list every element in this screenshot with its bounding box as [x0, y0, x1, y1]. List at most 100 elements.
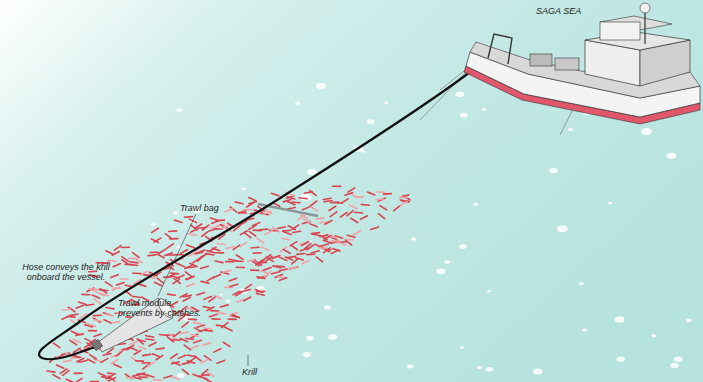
krill-shrimp: [159, 334, 167, 335]
krill-shrimp: [164, 376, 172, 378]
krill-shrimp: [185, 272, 191, 277]
krill-shrimp: [101, 358, 108, 362]
krill-shrimp: [360, 216, 367, 220]
krill-shrimp: [76, 334, 84, 336]
krill-shrimp: [136, 360, 144, 362]
krill-shrimp: [240, 242, 247, 246]
krill-shrimp: [86, 304, 94, 305]
krill-shrimp: [187, 276, 194, 279]
krill-shrimp: [139, 376, 147, 378]
krill-shrimp: [137, 340, 145, 342]
krill-shrimp: [377, 191, 385, 193]
krill-shrimp: [341, 199, 348, 203]
krill-swarm: [47, 186, 410, 382]
water-particle: [686, 318, 692, 322]
krill-shrimp: [325, 220, 332, 224]
krill-shrimp: [173, 279, 180, 283]
krill-shrimp: [174, 220, 182, 222]
krill-shrimp: [191, 229, 198, 233]
krill-shrimp: [71, 331, 78, 334]
krill-shrimp: [82, 294, 90, 296]
krill-shrimp: [272, 272, 280, 274]
krill-shrimp: [172, 377, 180, 379]
label-text: Trawl module prevents by-catches.: [118, 298, 208, 318]
krill-shrimp: [94, 334, 102, 336]
label-text: Hose conveys the krill onboard the vesse…: [14, 262, 118, 282]
krill-shrimp: [187, 266, 195, 268]
krill-shrimp: [220, 305, 228, 307]
water-particle: [309, 240, 312, 242]
krill-shrimp: [209, 229, 217, 231]
krill-shrimp: [321, 244, 329, 246]
krill-shrimp: [345, 240, 351, 245]
krill-shrimp: [148, 362, 155, 366]
krill-shrimp: [367, 192, 374, 195]
krill-shrimp: [341, 212, 348, 217]
deck-house: [555, 58, 579, 70]
krill-shrimp: [193, 258, 200, 263]
krill-shrimp: [253, 252, 261, 254]
krill-shrimp: [183, 297, 190, 301]
krill-shrimp: [112, 251, 119, 255]
water-particle: [578, 282, 583, 285]
krill-shrimp: [92, 295, 99, 298]
krill-shrimp: [293, 231, 301, 232]
krill-shrimp: [202, 370, 208, 375]
krill-shrimp: [238, 212, 246, 214]
trawl-module: [91, 339, 102, 350]
krill-shrimp: [167, 244, 174, 249]
krill-shrimp: [156, 348, 164, 349]
krill-shrimp: [235, 202, 243, 204]
krill-shrimp: [214, 349, 221, 352]
krill-shrimp: [175, 254, 183, 256]
krill-shrimp: [180, 332, 188, 333]
krill-shrimp: [289, 268, 297, 269]
krill-shrimp: [184, 345, 190, 350]
water-particle: [615, 316, 625, 322]
krill-shrimp: [120, 278, 128, 280]
krill-shrimp: [112, 287, 119, 290]
krill-shrimp: [225, 327, 232, 331]
krill-shrimp: [204, 378, 211, 382]
krill-shrimp: [279, 278, 287, 281]
krill-shrimp: [331, 240, 339, 242]
krill-shrimp: [261, 271, 268, 274]
krill-shrimp: [302, 242, 309, 246]
krill-shrimp: [262, 247, 269, 251]
krill-shrimp: [169, 230, 177, 232]
krill-shrimp: [180, 294, 187, 298]
krill-shrimp: [88, 324, 96, 327]
krill-shrimp: [138, 284, 146, 286]
krill-shrimp: [283, 229, 291, 232]
krill-shrimp: [333, 186, 341, 188]
krill-shrimp: [354, 231, 361, 235]
krill-shrimp: [265, 231, 272, 235]
krill-shrimp: [320, 235, 328, 237]
krill-shrimp: [276, 265, 284, 267]
krill-shrimp: [217, 360, 224, 363]
krill-shrimp: [157, 254, 164, 258]
krill-shrimp: [111, 275, 118, 278]
water-particle: [557, 225, 568, 232]
krill-shrimp: [149, 342, 156, 346]
krill-shrimp: [57, 365, 64, 368]
krill-shrimp: [146, 339, 154, 340]
krill-shrimp: [94, 320, 102, 322]
krill-shrimp: [239, 211, 247, 214]
krill-shrimp: [193, 374, 200, 377]
krill-shrimp: [256, 260, 262, 265]
krill-shrimp: [94, 299, 100, 304]
krill-shrimp: [121, 247, 129, 249]
krill-shrimp: [202, 225, 208, 230]
krill-shrimp: [203, 343, 211, 345]
krill-shrimp: [264, 268, 272, 271]
krill-shrimp: [152, 354, 159, 357]
label-text: SAGA SEA: [536, 6, 596, 16]
krill-shrimp: [114, 364, 121, 367]
krill-shrimp: [53, 343, 60, 348]
krill-shrimp: [201, 359, 208, 363]
krill-shrimp: [122, 257, 129, 262]
krill-shrimp: [212, 318, 220, 320]
krill-shrimp: [298, 215, 305, 219]
